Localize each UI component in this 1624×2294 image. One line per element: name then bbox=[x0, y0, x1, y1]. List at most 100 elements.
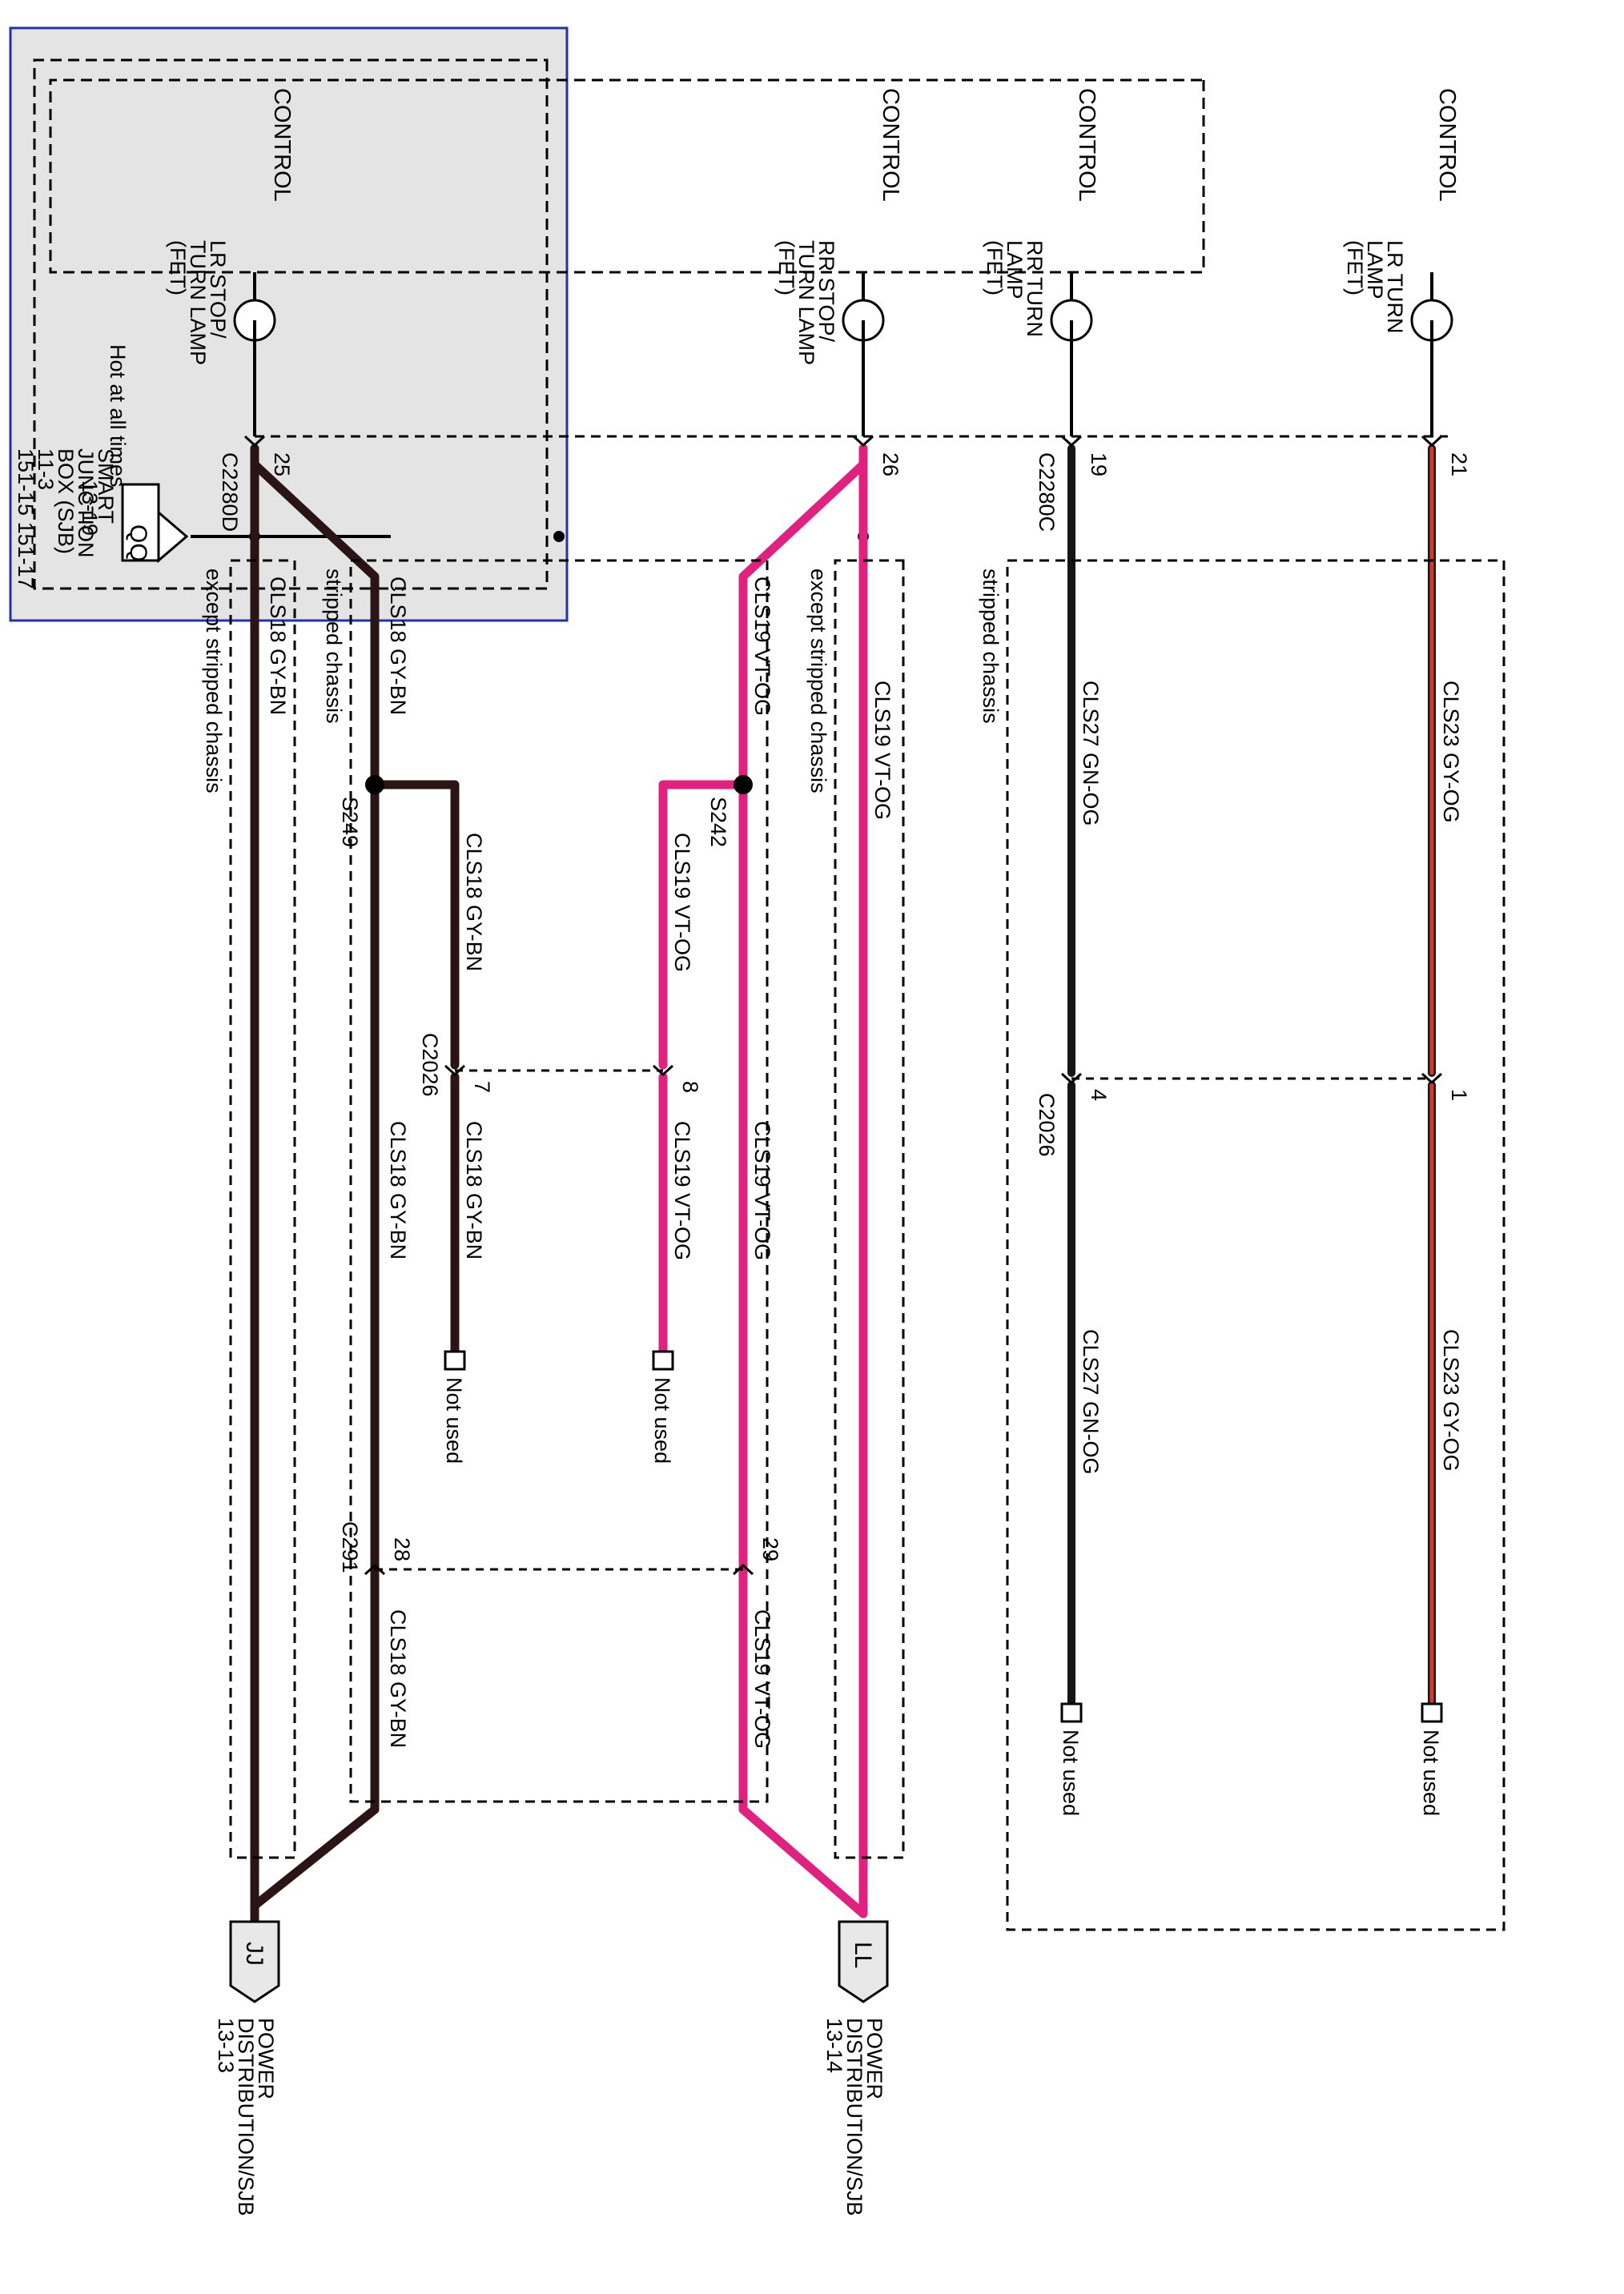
chevron bbox=[1060, 1072, 1083, 1085]
sjb-outline bbox=[9, 26, 569, 622]
fet-label-line2: TURN LAMP bbox=[186, 240, 210, 365]
fet-label-line2: TURN LAMP bbox=[794, 240, 818, 365]
connector-c291: C291 bbox=[338, 1521, 362, 1573]
connector-c2280c: C2280C bbox=[1035, 452, 1059, 532]
wire-label-cls23: CLS23 GY-OG bbox=[1439, 1329, 1463, 1472]
control-rr-turn: CONTROL RR TURN LAMP (FET) bbox=[983, 88, 1099, 436]
smart-junction-box: QQ Hot at all times 13-19 CONTROL LR STO… bbox=[9, 26, 1460, 622]
pin-28: 28 bbox=[390, 1537, 414, 1561]
pin-25: 25 bbox=[270, 452, 294, 476]
fet-label-line3: (FET) bbox=[774, 240, 798, 295]
cls19-stripped-branch bbox=[738, 460, 868, 1918]
output-connector-jj: JJ POWER DISTRIBUTION/SJB 13-13 bbox=[214, 1920, 280, 2216]
pin-29: 29 bbox=[758, 1537, 782, 1561]
fet-label-line2: LAMP bbox=[1003, 240, 1027, 299]
qq-connector-label: QQ bbox=[125, 524, 151, 562]
splice-s242: S242 bbox=[706, 797, 730, 847]
wire-label-cls18: CLS18 GY-BN bbox=[386, 1609, 410, 1748]
wire-label-cls19: CLS19 VT-OG bbox=[670, 833, 694, 972]
fet-label-line3: (FET) bbox=[166, 240, 190, 295]
fet-label-line1: LR TURN bbox=[1383, 240, 1407, 334]
chevron bbox=[243, 435, 266, 448]
region-label-except-stripped: except stripped chassis bbox=[806, 568, 830, 793]
pin-1: 1 bbox=[1447, 1089, 1471, 1101]
chevron bbox=[1060, 435, 1083, 448]
not-used-label: Not used bbox=[650, 1377, 674, 1464]
ll-dest-line2: DISTRIBUTION/SJB bbox=[842, 2018, 866, 2216]
pin-21: 21 bbox=[1447, 452, 1471, 476]
splice-s242-dot bbox=[734, 775, 753, 794]
pin-19: 19 bbox=[1087, 452, 1111, 476]
jj-connector-symbol bbox=[229, 1920, 280, 2003]
fet-label-line1: RR STOP/ bbox=[814, 240, 838, 343]
control-label: CONTROL bbox=[1074, 88, 1099, 202]
control-label: CONTROL bbox=[269, 88, 295, 202]
wire-label-cls27: CLS27 GN-OG bbox=[1079, 681, 1103, 826]
cls18-stripped-branch bbox=[250, 460, 380, 1910]
wire-label-cls23: CLS23 GY-OG bbox=[1439, 681, 1463, 823]
qq-arrow bbox=[157, 509, 189, 564]
control-block-dashed bbox=[49, 78, 1205, 274]
control-lr-turn: CONTROL LR TURN LAMP (FET) bbox=[1343, 88, 1460, 436]
bus-junction-dot bbox=[553, 531, 565, 542]
wire-label-cls18: CLS18 GY-BN bbox=[386, 1121, 410, 1259]
fet-label-line2: LAMP bbox=[1363, 240, 1387, 299]
wire-label-cls19: CLS19 VT-OG bbox=[670, 1121, 694, 1260]
wire-label-cls18: CLS18 GY-BN bbox=[462, 1121, 486, 1259]
connector-c2026-a: C2026 bbox=[418, 1033, 442, 1097]
jj-connector-label: JJ bbox=[241, 1942, 267, 1966]
chevron bbox=[732, 1563, 754, 1576]
not-used-terminal bbox=[1421, 1702, 1443, 1723]
region-label-except-stripped: except stripped chassis bbox=[202, 568, 226, 793]
pin-26: 26 bbox=[878, 452, 902, 476]
fet-label-line1: RR TURN bbox=[1023, 240, 1047, 337]
chevron bbox=[1421, 435, 1443, 448]
not-used-terminal bbox=[652, 1350, 674, 1371]
connector-c2026-b: C2026 bbox=[1035, 1093, 1059, 1157]
hot-ref-label: 13-19 bbox=[78, 480, 102, 536]
sjb-name-line3: BOX (SJB) bbox=[54, 448, 78, 554]
jj-dest-line2: DISTRIBUTION/SJB bbox=[234, 2018, 258, 2216]
splice-s249: S249 bbox=[338, 797, 362, 847]
wire-label-cls18: CLS18 GY-BN bbox=[462, 833, 486, 971]
connector-chevrons bbox=[243, 435, 1443, 1576]
ll-connector-symbol bbox=[838, 1920, 889, 2003]
sjb-name-line4: 11-3 bbox=[34, 448, 58, 490]
not-used-label: Not used bbox=[1419, 1730, 1443, 1816]
wire-label-cls27: CLS27 GN-OG bbox=[1079, 1329, 1103, 1475]
ll-connector-label: LL bbox=[850, 1942, 876, 1968]
region-label-stripped: stripped chassis bbox=[322, 568, 346, 724]
not-used-label: Not used bbox=[1059, 1730, 1083, 1816]
wire-label-cls19: CLS19 VT-OG bbox=[750, 1609, 774, 1749]
chevron bbox=[1421, 1072, 1443, 1085]
region-stripped-left bbox=[1006, 559, 1505, 1931]
sjb-inner-dashed bbox=[33, 58, 549, 590]
control-label: CONTROL bbox=[1434, 88, 1460, 202]
wire-label-cls19: CLS19 VT-OG bbox=[870, 681, 894, 820]
cls18-splice-branch bbox=[370, 780, 460, 1070]
splice-s249-dot bbox=[365, 775, 384, 794]
wire-label-cls19: CLS19 VT-OG bbox=[750, 577, 774, 716]
circuit-cls18 bbox=[250, 444, 460, 1926]
not-used-label: Not used bbox=[442, 1377, 466, 1464]
wire-label-cls18: CLS18 GY-BN bbox=[266, 577, 290, 715]
fet-label-line3: (FET) bbox=[1343, 240, 1367, 295]
wire-label-cls18: CLS18 GY-BN bbox=[386, 577, 410, 715]
chevron bbox=[652, 1064, 674, 1077]
region-except-stripped-right bbox=[229, 559, 296, 1859]
wire-label-cls19: CLS19 VT-OG bbox=[750, 1121, 774, 1260]
not-used-terminal bbox=[444, 1350, 466, 1371]
jj-dest-line3: 13-13 bbox=[214, 2018, 238, 2073]
region-label-stripped: stripped chassis bbox=[979, 568, 1003, 724]
not-used-terminal bbox=[1060, 1702, 1083, 1723]
cls19-splice-branch bbox=[658, 780, 748, 1070]
sjb-name-line2: JUNCTION bbox=[74, 448, 98, 558]
fet-label-line1: LR STOP/ bbox=[206, 240, 230, 339]
jj-dest-line1: POWER bbox=[254, 2018, 278, 2099]
control-lr-stop-turn: CONTROL LR STOP/ TURN LAMP (FET) bbox=[166, 88, 295, 436]
circuit-cls19 bbox=[658, 444, 868, 1918]
pin-8: 8 bbox=[678, 1081, 702, 1093]
connector-c2280d: C2280D bbox=[218, 452, 242, 532]
